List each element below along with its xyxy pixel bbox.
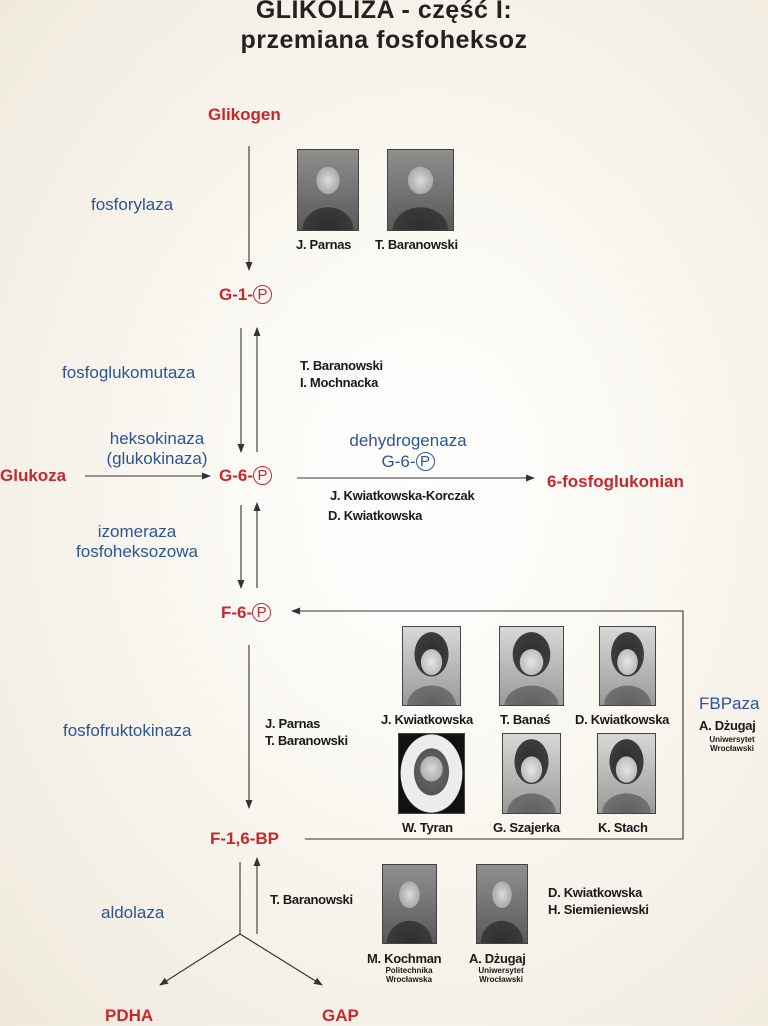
dzugaj-affiliation-line2: Wrocławski (479, 975, 523, 984)
metabolite-6-fosfoglukonian: 6-fosfoglukonian (547, 472, 684, 491)
photo-g-szajerka (502, 733, 561, 814)
photo-t-baranowski (387, 149, 454, 231)
caption-d-kwiatkowska: D. Kwiatkowska (575, 712, 670, 727)
photo-a-dzugaj (476, 864, 528, 944)
enzyme-izomeraza-line2: fosfoheksozowa (76, 542, 198, 561)
enzyme-heksokinaza: heksokinaza (glukokinaza) (82, 429, 232, 469)
enzyme-dehydrogenaza: dehydrogenaza G-6-P (323, 431, 493, 472)
arrow-split-pdha (159, 933, 241, 986)
photo-d-kwiatkowska (599, 626, 656, 706)
dehydrogenaza-g6p-label: G-6- (381, 452, 416, 471)
phosphate-circle: P (252, 602, 272, 622)
enzyme-aldolaza: aldolaza (101, 903, 165, 922)
caption-j-parnas: J. Parnas (296, 237, 352, 252)
enzyme-izomeraza-line1: izomeraza (97, 522, 177, 541)
fbpaza-affiliation-line1: Uniwersytet (709, 735, 755, 744)
phosphate-circle: P (253, 465, 272, 485)
caption-g-szajerka: G. Szajerka (493, 820, 560, 835)
enzyme-heksokinaza-line1: heksokinaza (109, 429, 205, 448)
g1p-label: G-1- (219, 285, 253, 304)
researcher-a-dzugaj-fbpaza: A. Dżugaj (699, 718, 756, 733)
researcher-d-kwiatkowska-aldolaza: D. Kwiatkowska (548, 885, 643, 900)
caption-t-baranowski: T. Baranowski (375, 237, 458, 252)
enzyme-heksokinaza-line2: (glukokinaza) (106, 449, 208, 468)
researcher-t-baranowski: T. Baranowski (300, 358, 383, 373)
caption-w-tyran: W. Tyran (402, 820, 453, 835)
researcher-t-baranowski-aldolaza: T. Baranowski (270, 892, 353, 907)
phosphate-circle: P (253, 284, 272, 304)
kochman-affiliation: Politechnika Wrocławska (370, 966, 448, 984)
enzyme-dehydrogenaza-line1: dehydrogenaza (349, 431, 467, 450)
arrow-fbpaza-loop (291, 607, 684, 840)
metabolite-pdha: PDHA (105, 1006, 154, 1025)
photo-w-tyran (398, 733, 465, 814)
arrow-split-gap (239, 933, 323, 986)
metabolite-glikogen: Glikogen (208, 105, 281, 124)
kochman-affiliation-line2: Wrocławska (385, 975, 433, 984)
caption-k-stach: K. Stach (598, 820, 648, 835)
metabolite-gap: GAP (322, 1006, 359, 1025)
enzyme-fosfofruktokinaza: fosfofruktokinaza (63, 721, 192, 740)
photo-k-stach (597, 733, 656, 814)
researcher-j-parnas: J. Parnas (265, 716, 321, 731)
researcher-i-mochnacka: I. Mochnacka (300, 375, 379, 390)
caption-t-banas: T. Banaś (500, 712, 551, 727)
researcher-h-siemieniewski: H. Siemieniewski (548, 902, 649, 917)
enzyme-izomeraza: izomeraza fosfoheksozowa (62, 522, 212, 562)
photo-j-parnas (297, 149, 359, 231)
metabolite-f16bp: F-1,6-BP (210, 829, 279, 848)
metabolite-g6p: G-6-P (219, 465, 272, 486)
researcher-j-kwiatkowska-korczak: J. Kwiatkowska-Korczak (330, 488, 475, 503)
g6p-label: G-6- (219, 466, 253, 485)
photo-t-banas (499, 626, 564, 706)
enzyme-fbpaza: FBPaza (699, 694, 760, 713)
researcher-t-baranowski-pfk: T. Baranowski (265, 733, 348, 748)
dzugaj-affiliation: Uniwersytet Wrocławski (470, 966, 532, 984)
enzyme-fosfoglukomutaza: fosfoglukomutaza (62, 363, 196, 382)
title-line-1: GLIKOLIZA - część I: (255, 0, 513, 24)
caption-j-kwiatkowska: J. Kwiatkowska (381, 712, 473, 727)
photo-m-kochman (382, 864, 437, 944)
kochman-affiliation-line1: Politechnika (385, 966, 433, 975)
title-line-2: przemiana fosfoheksoz (240, 26, 528, 54)
fbpaza-affiliation: Uniwersytet Wrocławski (702, 735, 762, 753)
metabolite-f6p: F-6-P (221, 602, 272, 623)
metabolite-g1p: G-1-P (219, 284, 272, 305)
phosphate-circle: P (415, 451, 435, 471)
enzyme-fosforylaza: fosforylaza (91, 195, 174, 214)
enzyme-dehydrogenaza-line2: G-6-P (323, 451, 493, 472)
fbpaza-affiliation-line2: Wrocławski (710, 744, 754, 753)
metabolite-glukoza: Glukoza (0, 466, 67, 485)
researcher-d-kwiatkowska: D. Kwiatkowska (328, 508, 423, 523)
dzugaj-affiliation-line1: Uniwersytet (478, 966, 524, 975)
photo-j-kwiatkowska (402, 626, 461, 706)
f6p-label: F-6- (221, 603, 253, 622)
caption-a-dzugaj: A. Dżugaj (469, 951, 526, 966)
caption-m-kochman: M. Kochman (367, 951, 442, 966)
